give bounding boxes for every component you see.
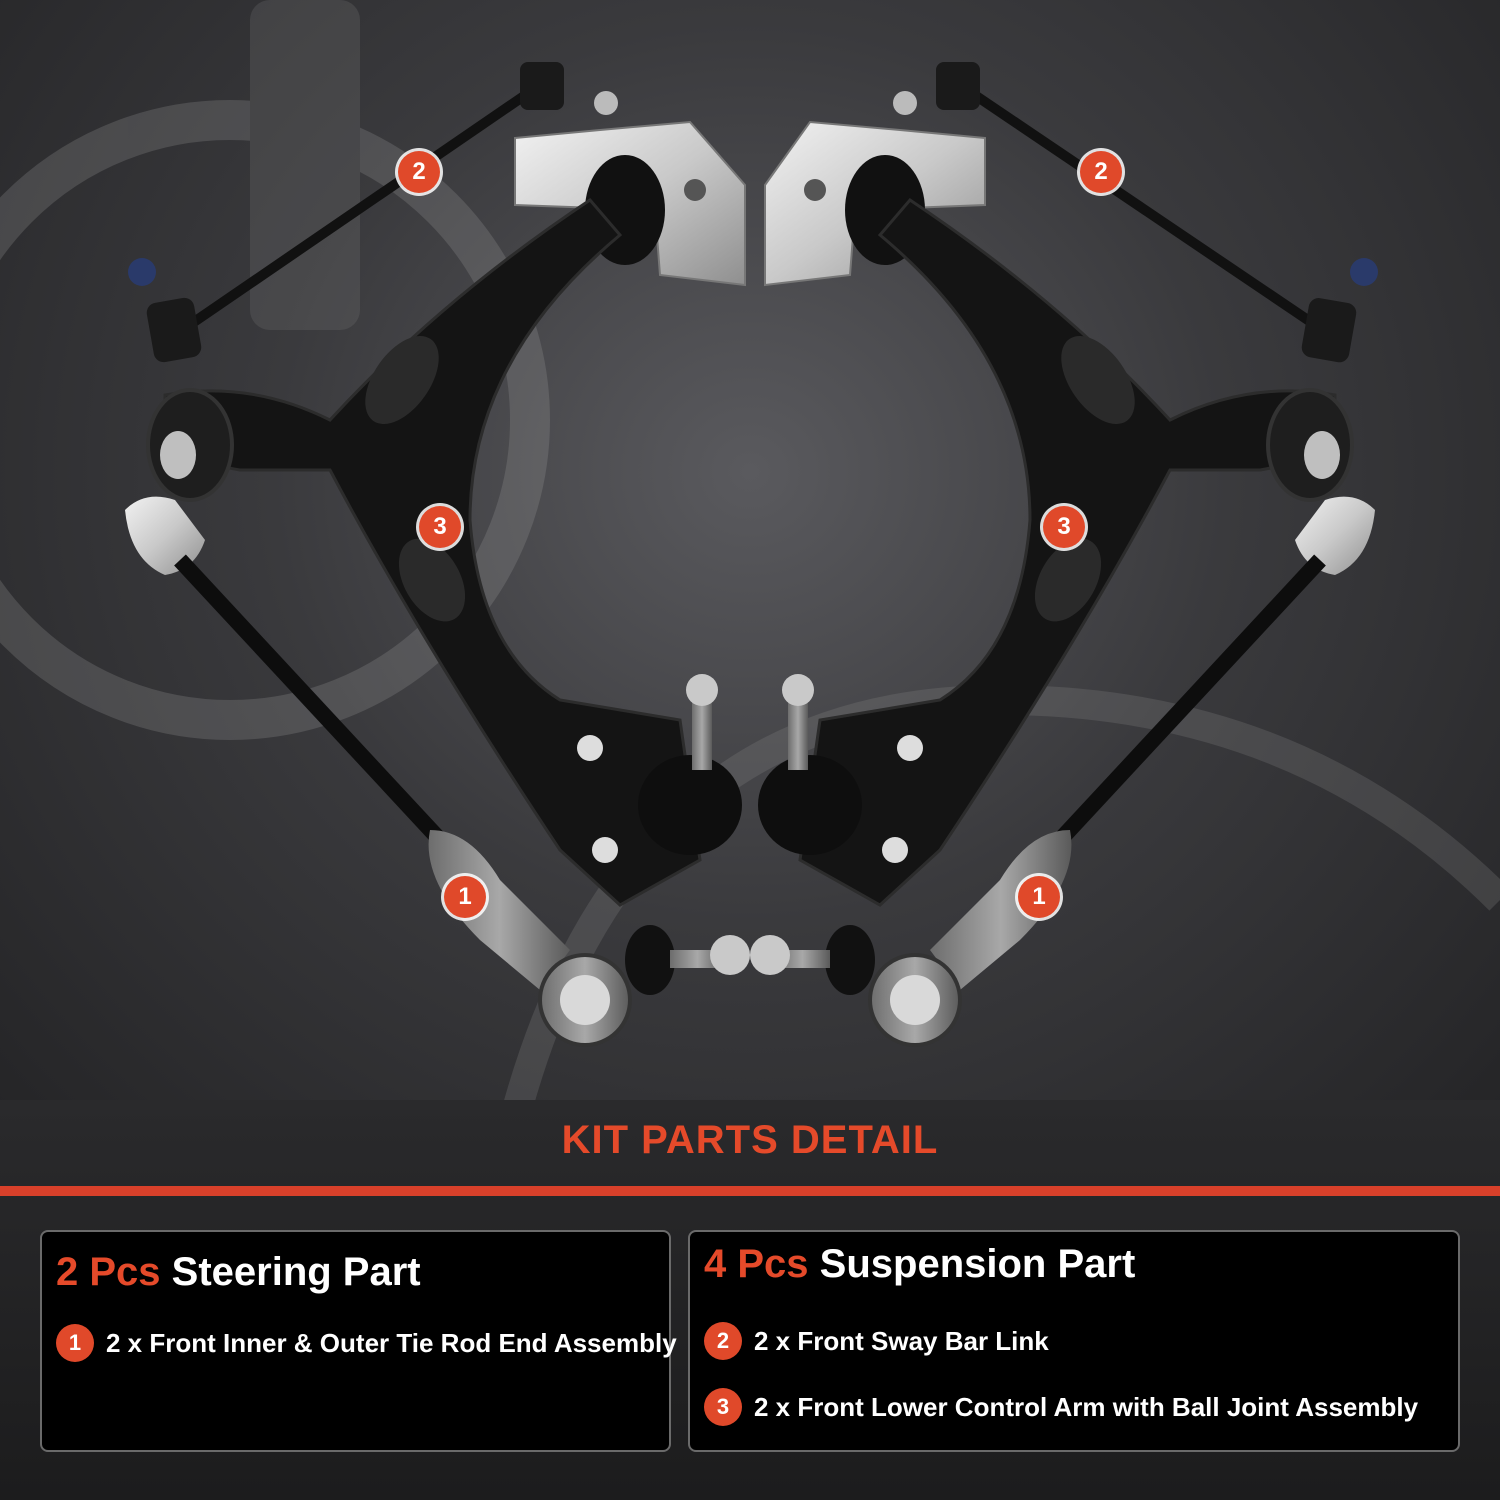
callout-2-left: 2 bbox=[398, 151, 440, 193]
panel-heading: 2 Pcs Steering Part bbox=[56, 1250, 421, 1295]
kit-parts-title: KIT PARTS DETAIL bbox=[561, 1118, 939, 1162]
tie-rod-right bbox=[750, 496, 1375, 1047]
tie-rod-left bbox=[125, 496, 750, 1047]
panel-heading: 4 Pcs Suspension Part bbox=[704, 1242, 1135, 1287]
panel-name: Steering Part bbox=[171, 1250, 421, 1294]
item-text: 2 x Front Sway Bar Link bbox=[754, 1325, 1049, 1356]
callout-2-right: 2 bbox=[1080, 151, 1122, 193]
suspension-parts-illustration bbox=[0, 0, 1500, 1180]
product-photo: 2 2 3 3 1 1 bbox=[0, 0, 1500, 1180]
bushing-right bbox=[764, 120, 986, 287]
panel-name: Suspension Part bbox=[819, 1242, 1136, 1286]
item-text: 2 x Front Lower Control Arm with Ball Jo… bbox=[754, 1391, 1419, 1422]
number-badge: 3 bbox=[704, 1388, 742, 1426]
list-item: 2 2 x Front Sway Bar Link bbox=[704, 1322, 1049, 1360]
callout-3-left: 3 bbox=[419, 506, 461, 548]
number-badge: 1 bbox=[56, 1324, 94, 1362]
sway-bar-link-left bbox=[128, 62, 618, 363]
control-arm-left bbox=[146, 198, 742, 907]
list-item: 1 2 x Front Inner & Outer Tie Rod End As… bbox=[56, 1324, 677, 1362]
sway-bar-link-right bbox=[893, 62, 1378, 363]
item-text: 2 x Front Inner & Outer Tie Rod End Asse… bbox=[106, 1327, 677, 1358]
divider-bar bbox=[0, 1186, 1500, 1196]
callout-1-left: 1 bbox=[444, 876, 486, 918]
list-item: 3 2 x Front Lower Control Arm with Ball … bbox=[704, 1388, 1418, 1426]
callout-1-right: 1 bbox=[1018, 876, 1060, 918]
panel-quantity: 2 Pcs bbox=[56, 1250, 161, 1294]
suspension-part-panel: 4 Pcs Suspension Part 2 2 x Front Sway B… bbox=[688, 1230, 1460, 1452]
bushing-left bbox=[514, 120, 746, 287]
steering-part-panel: 2 Pcs Steering Part 1 2 x Front Inner & … bbox=[40, 1230, 677, 1452]
number-badge: 2 bbox=[704, 1322, 742, 1360]
background-car-icon bbox=[0, 0, 1500, 1180]
callout-3-right: 3 bbox=[1043, 506, 1085, 548]
control-arm-right bbox=[758, 198, 1354, 907]
panel-quantity: 4 Pcs bbox=[704, 1242, 809, 1286]
